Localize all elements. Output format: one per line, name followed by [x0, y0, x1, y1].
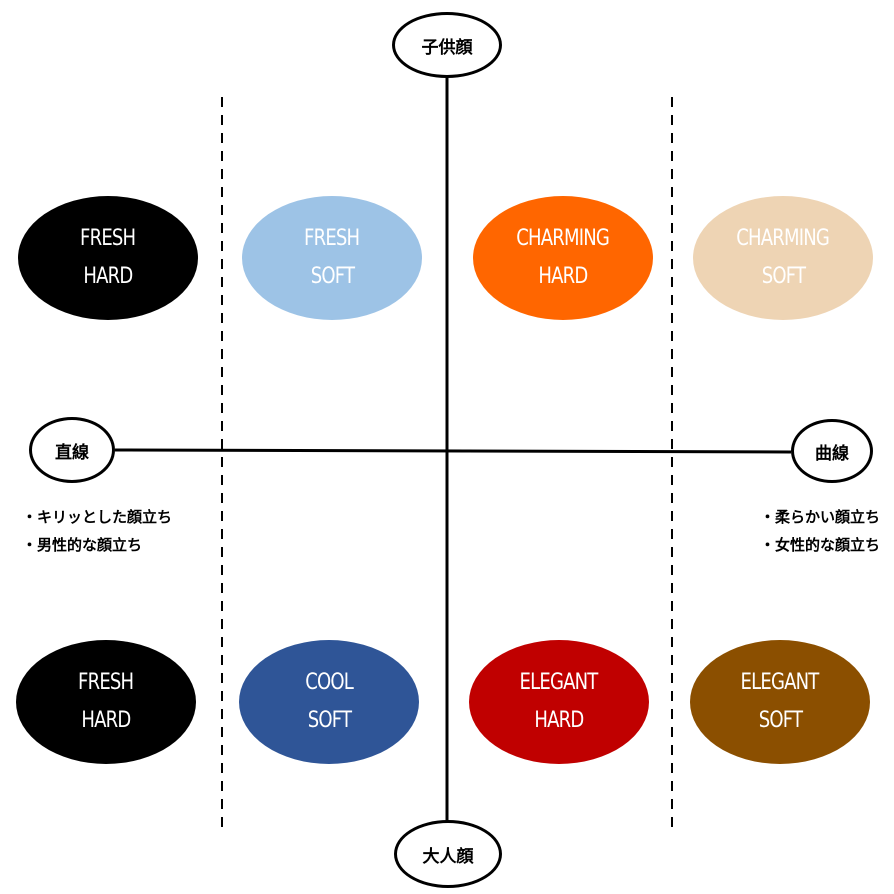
type-charming-soft: CHARMING SOFT	[693, 196, 873, 320]
type-elegant-hard: ELEGANT HARD	[469, 640, 649, 764]
trait-item: 女性的な顔立ち	[760, 531, 880, 559]
type-charming-hard: CHARMING HARD	[473, 196, 653, 320]
type-line1: FRESH	[80, 226, 136, 251]
type-elegant-soft: ELEGANT SOFT	[690, 640, 870, 764]
type-line1: COOL	[305, 670, 354, 695]
axis-label-straight-line: 直線	[29, 417, 115, 483]
axis-label-adult-face: 大人顔	[394, 820, 502, 888]
axis-label-curved-line: 曲線	[791, 419, 873, 483]
type-line2: SOFT	[758, 708, 802, 733]
trait-item: 男性的な顔立ち	[22, 531, 172, 559]
type-line2: HARD	[534, 708, 584, 733]
type-line1: ELEGANT	[741, 670, 820, 695]
type-line1: ELEGANT	[520, 670, 599, 695]
type-line1: CHARMING	[736, 226, 831, 251]
type-line2: SOFT	[761, 264, 805, 289]
type-line1: FRESH	[78, 670, 134, 695]
trait-item: キリッとした顔立ち	[22, 503, 172, 531]
type-line2: SOFT	[307, 708, 351, 733]
type-line2: HARD	[81, 708, 131, 733]
axis-label-child-face: 子供顔	[392, 12, 502, 78]
type-line2: SOFT	[310, 264, 354, 289]
type-line1: CHARMING	[516, 226, 611, 251]
curved-traits-list: 柔らかい顔立ち 女性的な顔立ち	[760, 503, 880, 559]
type-fresh-hard-top: FRESH HARD	[18, 196, 198, 320]
trait-item: 柔らかい顔立ち	[760, 503, 880, 531]
type-cool-soft: COOL SOFT	[239, 640, 419, 764]
type-fresh-soft: FRESH SOFT	[242, 196, 422, 320]
type-line2: HARD	[83, 264, 133, 289]
straight-traits-list: キリッとした顔立ち 男性的な顔立ち	[22, 503, 172, 559]
horizontal-axis	[114, 448, 792, 454]
type-fresh-hard-bottom: FRESH HARD	[16, 640, 196, 764]
type-line2: HARD	[538, 264, 588, 289]
type-line1: FRESH	[304, 226, 360, 251]
